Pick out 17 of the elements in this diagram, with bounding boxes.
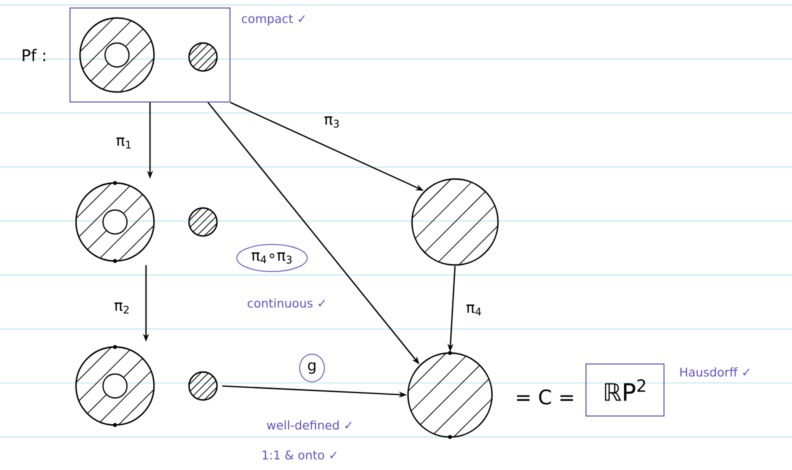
disk-drawing (407, 351, 493, 439)
annotation: compact ✓ (242, 14, 305, 26)
proof-label: Pf : (22, 48, 46, 62)
formula-box: ℝP$^{2}$ (586, 364, 664, 416)
disk-drawing (411, 178, 499, 266)
edge-label: g (299, 354, 325, 382)
annotation: Hausdorff ✓ (680, 367, 750, 377)
quotient-space-drawing (75, 345, 218, 427)
edge-label: π$_{1}$ (114, 136, 134, 150)
edge-label: π$_{4}$∘π$_{3}$ (236, 244, 308, 272)
quotient-space-drawing (75, 181, 218, 263)
boxed-space-drawing (70, 8, 230, 102)
annotation: well-defined ✓ (266, 420, 352, 430)
edge-label: π$_{4}$ (464, 302, 484, 318)
annotation: continuous ✓ (248, 298, 325, 308)
annotation: 1:1 & onto ✓ (262, 450, 337, 460)
equation-text: = C = (517, 389, 573, 405)
